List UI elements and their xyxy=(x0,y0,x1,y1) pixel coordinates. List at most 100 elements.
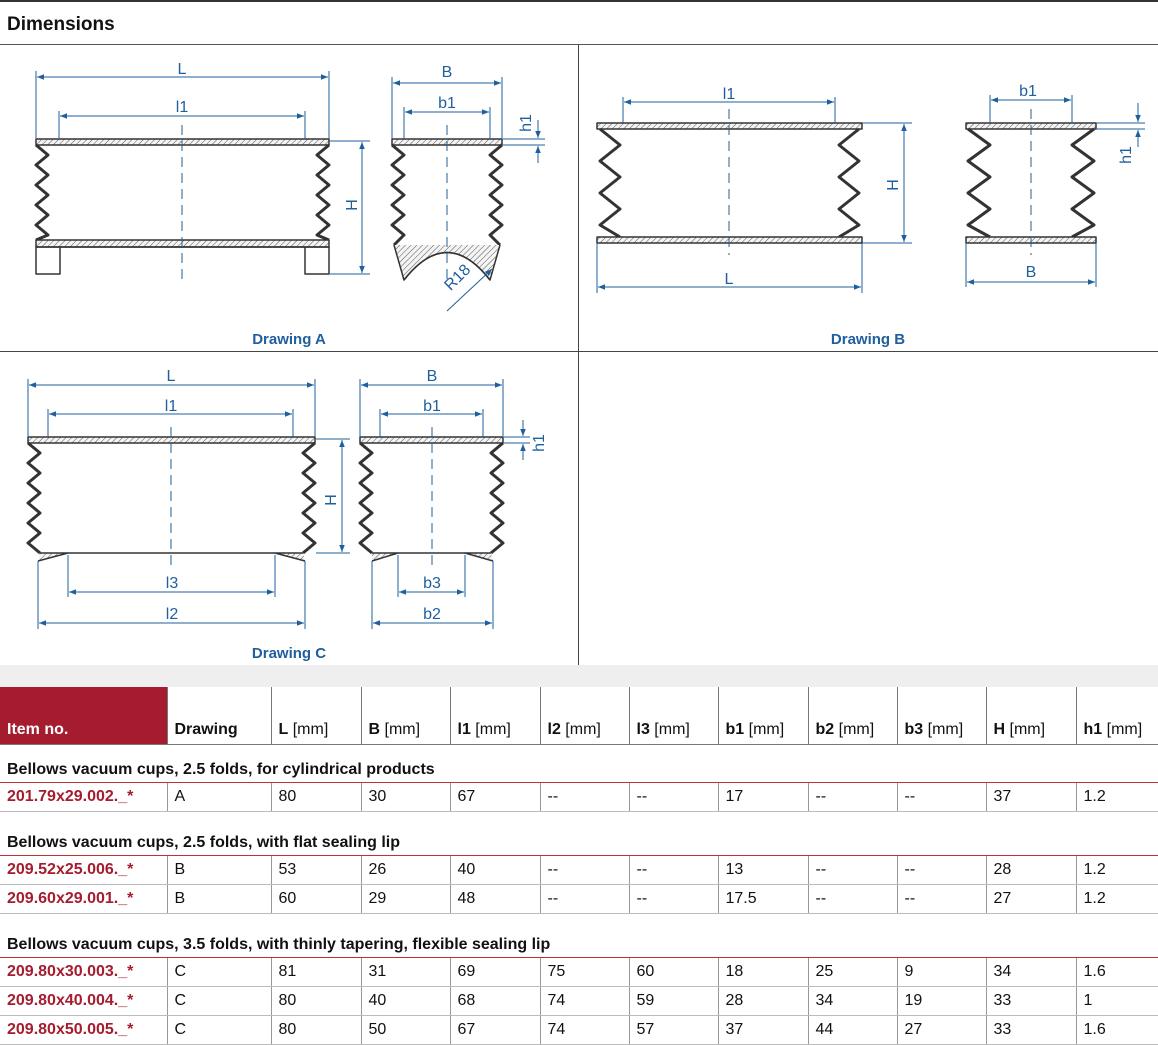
dim-label: l1 xyxy=(176,99,189,116)
dim-label: l2 xyxy=(166,606,179,623)
column-header-drawing: Drawing xyxy=(166,687,271,745)
dim-label: b1 xyxy=(1019,83,1037,100)
table-cell: 1.2 xyxy=(1075,782,1158,812)
dim-label: b3 xyxy=(423,575,441,592)
dim-label: b2 xyxy=(423,606,441,623)
table-cell: 74 xyxy=(539,1015,629,1045)
dim-label: L xyxy=(725,271,734,288)
drawing-b-labels: l1 L H b1 B h1 Drawing B xyxy=(723,83,1135,348)
table-cell: 28 xyxy=(717,986,808,1016)
dim-label: h1 xyxy=(531,434,548,452)
drawing-b-caption: Drawing B xyxy=(831,331,905,348)
item-number: 201.79x29.002._* xyxy=(0,782,167,812)
table-cell: 34 xyxy=(807,986,897,1016)
table-cell: -- xyxy=(628,855,718,885)
table-cell: -- xyxy=(539,884,629,914)
dim-label: B xyxy=(442,64,453,81)
item-number: 209.60x29.001._* xyxy=(0,884,167,914)
table-cell: 1.6 xyxy=(1075,957,1158,987)
dim-label: b1 xyxy=(438,95,456,112)
table-cell: 59 xyxy=(628,986,718,1016)
table-cell: -- xyxy=(539,782,629,812)
table-cell: 1.6 xyxy=(1075,1015,1158,1045)
table-cell: -- xyxy=(896,782,986,812)
dim-label: B xyxy=(1026,264,1037,281)
section-title: Dimensions xyxy=(7,14,115,35)
table-cell: 81 xyxy=(270,957,361,987)
table-cell: B xyxy=(166,884,271,914)
table-cell: B xyxy=(166,855,271,885)
drawing-a-labels: L l1 H B b1 h1 R18 Drawing A xyxy=(176,61,535,348)
column-header-b2: b2 [mm] xyxy=(807,687,897,745)
table-cell: 28 xyxy=(985,855,1076,885)
table-cell: 60 xyxy=(270,884,361,914)
table-cell: 57 xyxy=(628,1015,718,1045)
column-header-b1: b1 [mm] xyxy=(717,687,808,745)
drawing-c-caption: Drawing C xyxy=(252,645,326,662)
column-header-l2: l2 [mm] xyxy=(539,687,629,745)
column-header-b: B [mm] xyxy=(360,687,450,745)
dim-label: H xyxy=(885,179,902,191)
item-number: 209.52x25.006._* xyxy=(0,855,167,885)
table-cell: 17.5 xyxy=(717,884,808,914)
table-cell: 30 xyxy=(360,782,450,812)
group-header-row: Bellows vacuum cups, 2.5 folds, with fla… xyxy=(0,811,1158,856)
table-cell: 33 xyxy=(985,986,1076,1016)
table-cell: 34 xyxy=(985,957,1076,987)
table-cell: -- xyxy=(539,855,629,885)
column-header-l1: l1 [mm] xyxy=(449,687,540,745)
table-cell: 80 xyxy=(270,782,361,812)
table-cell: 33 xyxy=(985,1015,1076,1045)
table-cell: 67 xyxy=(449,782,540,812)
table-cell: 37 xyxy=(717,1015,808,1045)
table-body: Bellows vacuum cups, 2.5 folds, for cyli… xyxy=(0,744,1158,1045)
dim-label: H xyxy=(323,494,340,506)
table-cell: 18 xyxy=(717,957,808,987)
table-cell: 80 xyxy=(270,1015,361,1045)
table-cell: -- xyxy=(628,884,718,914)
group-title: Bellows vacuum cups, 3.5 folds, with thi… xyxy=(0,913,1158,958)
table-cell: A xyxy=(166,782,271,812)
table-cell: 17 xyxy=(717,782,808,812)
table-cell: -- xyxy=(807,884,897,914)
column-header-l: L [mm] xyxy=(270,687,361,745)
group-header-row: Bellows vacuum cups, 3.5 folds, with thi… xyxy=(0,913,1158,958)
drawings-area: L l1 H B b1 h1 R18 Drawing A l1 L H b1 B… xyxy=(0,45,1158,665)
table-cell: -- xyxy=(896,884,986,914)
dim-label: L xyxy=(178,61,187,78)
dim-label: h1 xyxy=(1118,146,1135,164)
table-cell: 1 xyxy=(1075,986,1158,1016)
table-cell: 26 xyxy=(360,855,450,885)
table-cell: 9 xyxy=(896,957,986,987)
table-cell: -- xyxy=(628,782,718,812)
column-header-b3: b3 [mm] xyxy=(896,687,986,745)
table-cell: 48 xyxy=(449,884,540,914)
dim-label: l3 xyxy=(166,575,179,592)
group-header-row: Bellows vacuum cups, 2.5 folds, for cyli… xyxy=(0,744,1158,783)
table-cell: 40 xyxy=(360,986,450,1016)
table-cell: 60 xyxy=(628,957,718,987)
table-cell: 19 xyxy=(896,986,986,1016)
item-number: 209.80x40.004._* xyxy=(0,986,167,1016)
column-header-l3: l3 [mm] xyxy=(628,687,718,745)
table-cell: 44 xyxy=(807,1015,897,1045)
table-cell: C xyxy=(166,1015,271,1045)
section-header: Dimensions xyxy=(0,0,1158,45)
column-header-h1: h1 [mm] xyxy=(1075,687,1158,745)
column-header-h: H [mm] xyxy=(985,687,1076,745)
table-cell: 25 xyxy=(807,957,897,987)
dim-label: l1 xyxy=(723,86,736,103)
dim-label: R18 xyxy=(441,261,474,294)
group-title: Bellows vacuum cups, 2.5 folds, for cyli… xyxy=(0,744,1158,783)
table-cell: C xyxy=(166,957,271,987)
table-cell: C xyxy=(166,986,271,1016)
dim-label: H xyxy=(344,199,361,211)
table-cell: 80 xyxy=(270,986,361,1016)
